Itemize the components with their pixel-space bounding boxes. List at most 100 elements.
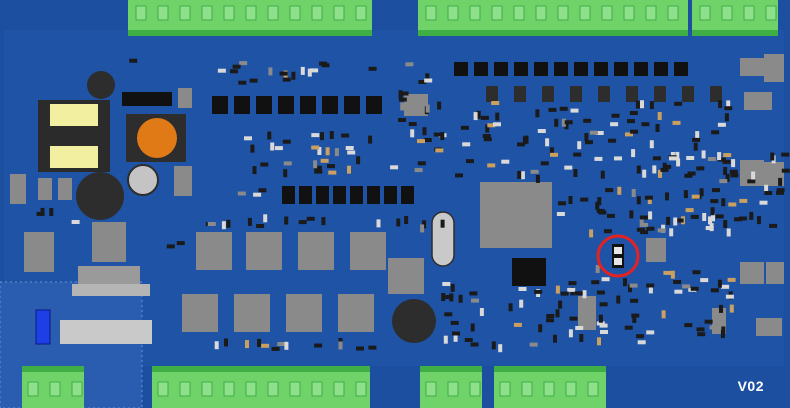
smd-part: [437, 101, 442, 110]
smd-part: [274, 146, 283, 151]
smd-part: [418, 80, 427, 84]
smd-part: [553, 334, 557, 343]
smd-part: [356, 156, 361, 165]
smd-part: [668, 156, 677, 161]
terminal-pin: [557, 5, 569, 21]
smd-part: [245, 340, 249, 349]
smd-part: [564, 120, 573, 125]
ic-grey-right-8: [756, 318, 782, 336]
smd-part: [207, 222, 216, 226]
smd-part: [569, 316, 578, 321]
smd-part: [535, 109, 540, 118]
smd-part: [729, 304, 734, 313]
capacitor-large-mid: [392, 299, 436, 343]
transistor: [454, 62, 468, 76]
smd-part: [673, 280, 682, 284]
smd-part: [648, 211, 653, 220]
smd-part: [567, 287, 576, 292]
smd-part: [570, 108, 579, 113]
board-version-label: V02: [737, 378, 764, 394]
smd-part: [646, 226, 655, 231]
smd-part: [261, 343, 270, 348]
bridge-rectifier: [24, 232, 54, 272]
smd-part: [462, 142, 471, 147]
diode-left: [10, 174, 26, 204]
smd-part: [501, 159, 510, 164]
smd-part: [283, 161, 292, 166]
smd-part: [356, 346, 364, 351]
smd-part: [707, 157, 716, 161]
smd-part: [600, 170, 605, 179]
smd-part: [577, 141, 582, 150]
smd-part: [731, 159, 736, 168]
smd-part: [637, 340, 646, 345]
transistor: [401, 186, 414, 204]
smd-part: [317, 147, 322, 155]
smd-part: [711, 130, 720, 135]
smd-part: [230, 69, 238, 74]
smd-part: [564, 121, 569, 130]
smd-part: [550, 152, 558, 157]
smd-part: [600, 330, 608, 334]
smd-part: [410, 129, 415, 138]
optocoupler: [182, 294, 218, 332]
terminal-pin: [27, 381, 39, 397]
smd-part: [580, 197, 589, 202]
smd-part: [639, 218, 644, 227]
terminal-pins-bottom: [27, 381, 599, 397]
trimmer: [127, 164, 159, 196]
smd-part: [263, 214, 268, 223]
smd-part: [675, 218, 684, 223]
smd-part: [652, 165, 657, 174]
terminal-pin: [743, 5, 755, 21]
smd-part: [629, 111, 638, 115]
smd-part: [517, 170, 522, 179]
smd-part: [485, 124, 490, 133]
smd-part: [699, 188, 704, 197]
diode-left-2: [38, 178, 52, 200]
smd-part: [764, 191, 773, 195]
smd-part: [479, 308, 484, 316]
smd-part: [300, 66, 305, 75]
capacitor-small-top: [87, 71, 115, 99]
smd-part: [270, 142, 275, 151]
transistor: [542, 86, 554, 102]
smd-part: [129, 58, 138, 63]
smd-part: [560, 291, 569, 296]
smd-part: [684, 173, 693, 178]
terminal-pin: [425, 381, 437, 397]
ic-grey-mid: [388, 258, 424, 294]
terminal-pin: [179, 5, 191, 21]
smd-part: [690, 214, 699, 219]
smd-part: [632, 314, 637, 323]
smd-part: [686, 156, 695, 160]
smd-part: [669, 228, 674, 237]
smd-part: [584, 133, 589, 142]
smd-part: [712, 188, 720, 193]
smd-part: [734, 217, 743, 222]
smd-part: [398, 118, 406, 122]
smd-part: [238, 80, 247, 85]
transistor-row-2: [282, 186, 414, 204]
terminal-pin: [765, 5, 777, 21]
smd-part: [49, 208, 54, 216]
smd-part: [582, 290, 587, 299]
smd-part: [327, 164, 335, 169]
terminal-pin: [535, 5, 547, 21]
smd-part: [166, 244, 175, 249]
smd-part: [417, 161, 426, 166]
smd-part: [629, 283, 638, 288]
smd-part: [443, 335, 448, 344]
transistor: [534, 62, 548, 76]
indicator-led: [35, 309, 51, 345]
smd-part: [284, 216, 289, 225]
smd-part: [614, 156, 622, 161]
smd-part: [715, 214, 724, 219]
optocoupler: [286, 294, 322, 332]
terminal-pin: [587, 381, 599, 397]
terminal-pin: [521, 381, 533, 397]
crystal-oscillator: [431, 211, 455, 267]
smd-part: [696, 327, 705, 332]
smd-part: [545, 138, 550, 147]
